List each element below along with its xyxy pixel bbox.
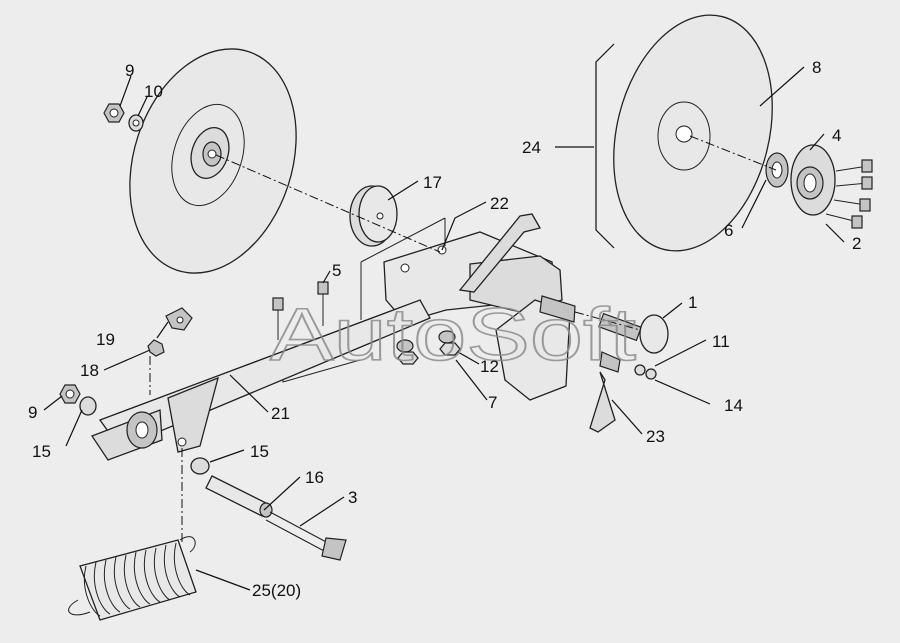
callout-4: 4 <box>832 126 841 145</box>
bracket-24 <box>595 43 615 249</box>
watermark-text: AutoSoft <box>270 293 637 376</box>
callout-3: 3 <box>348 488 357 507</box>
callout-22: 22 <box>490 194 509 213</box>
callout-19: 19 <box>96 330 115 349</box>
callout-15-right: 15 <box>250 442 269 461</box>
callout-8: 8 <box>812 58 821 77</box>
callout-16: 16 <box>305 468 324 487</box>
arm-21 <box>91 299 431 461</box>
tube-16 <box>205 475 273 518</box>
mount-outline <box>282 217 446 383</box>
bearing-6 <box>765 152 789 188</box>
callout-17: 17 <box>423 173 442 192</box>
callout-24: 24 <box>522 138 541 157</box>
spring-25 <box>68 536 197 621</box>
left-disc <box>129 48 297 274</box>
lever-23 <box>589 351 657 433</box>
callout-10: 10 <box>144 82 163 101</box>
callout-15-left: 15 <box>32 442 51 461</box>
assembly-axes <box>149 135 777 542</box>
grease-fittings <box>147 307 193 357</box>
scraper-17 <box>349 185 398 247</box>
bolt-3 <box>265 511 347 561</box>
bush-15 <box>190 457 210 475</box>
callout-labels: 9 10 8 24 4 17 22 6 2 5 1 19 11 12 18 14… <box>28 58 861 600</box>
callout-18: 18 <box>80 361 99 380</box>
right-disc <box>613 14 773 252</box>
callout-11: 11 <box>712 332 730 351</box>
callout-2: 2 <box>852 234 861 253</box>
callout-9-upper: 9 <box>125 61 134 80</box>
callout-25-20: 25(20) <box>252 581 301 600</box>
hub-flange-4 <box>790 144 836 216</box>
callout-9-lower: 9 <box>28 403 37 422</box>
callout-14: 14 <box>724 396 743 415</box>
callout-6: 6 <box>724 221 733 240</box>
nut-9-upper <box>103 103 144 132</box>
callout-12: 12 <box>480 357 499 376</box>
leader-lines <box>43 66 845 591</box>
callout-1: 1 <box>688 293 697 312</box>
nuts-12 <box>396 330 461 365</box>
callout-5: 5 <box>332 261 341 280</box>
bolts-5 <box>272 281 329 340</box>
callout-21: 21 <box>271 404 290 423</box>
callout-23: 23 <box>646 427 665 446</box>
bolt-1 <box>598 312 669 354</box>
hub-bolts-2 <box>825 159 873 229</box>
callout-7: 7 <box>488 393 497 412</box>
bracket-assembly <box>383 213 576 401</box>
nut-9-lower <box>59 384 97 416</box>
